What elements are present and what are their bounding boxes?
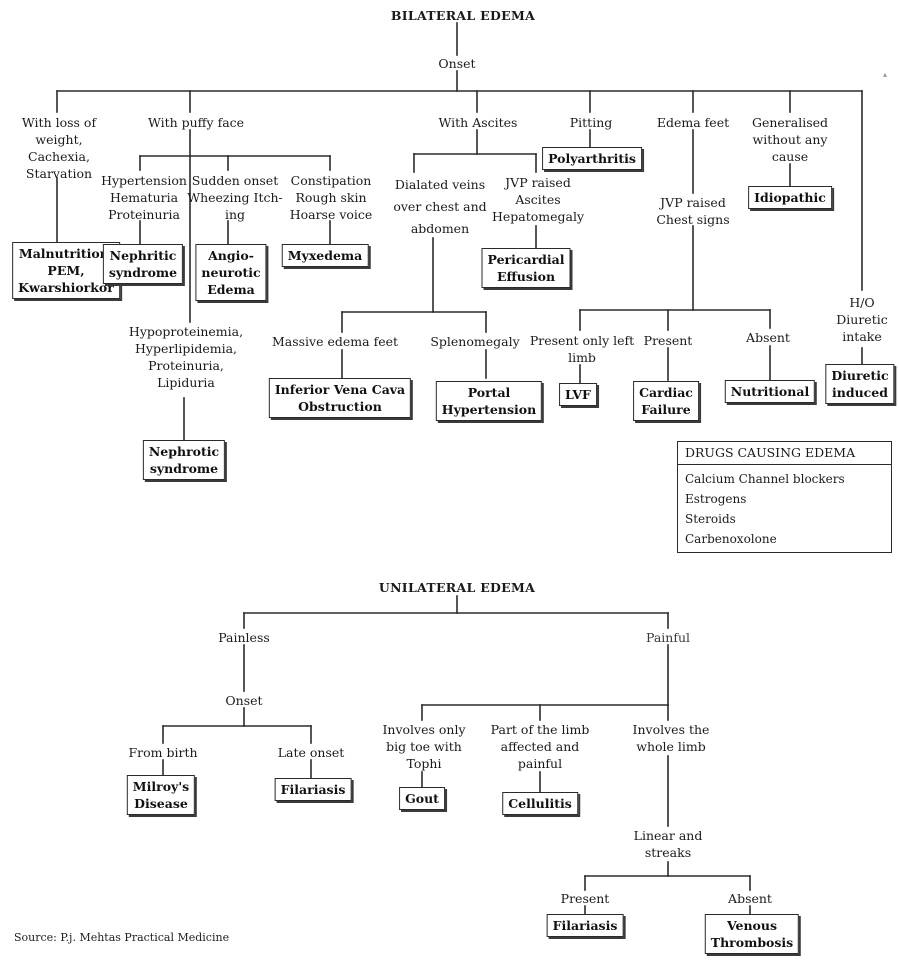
hypertension-findings: Hypertension Hematuria Proteinuria: [101, 173, 187, 222]
painful-label: Painful: [645, 630, 691, 645]
nephritic-syndrome-box: Nephritic syndrome: [102, 244, 184, 284]
pitting-condition: Pitting: [569, 115, 613, 130]
ivc-obstruction-box: Inferior Vena Cava Obstruction: [268, 378, 412, 418]
jvp-chest-findings: JVP raised Chest signs: [656, 195, 730, 227]
nutritional-box: Nutritional: [724, 380, 816, 403]
drug-item: Estrogens: [685, 492, 747, 506]
filariasis-streaks-box: Filariasis: [546, 914, 624, 937]
whole-limb-label: Involves the whole limb: [632, 722, 710, 754]
part-limb-label: Part of the limb affected and painful: [490, 722, 590, 771]
absent-findings: Absent: [746, 330, 790, 345]
unilateral-title: UNILATERAL EDEMA: [378, 580, 536, 595]
portal-hypertension-box: Portal Hypertension: [435, 381, 543, 421]
sudden-onset-findings: Sudden onset Wheezing Itch- ing: [187, 173, 283, 222]
big-toe-label: Involves only big toe with Tophi: [382, 722, 466, 771]
gout-box: Gout: [399, 787, 445, 810]
diuretic-induced-box: Diuretic induced: [825, 364, 895, 404]
hypoproteinemia-findings: Hypoproteinemia, Hyperlipidemia, Protein…: [128, 324, 244, 390]
splenomegaly-findings: Splenomegaly: [430, 334, 520, 349]
painless-onset-label: Onset: [225, 693, 263, 708]
generalised-condition: Generalised without any cause: [751, 115, 829, 164]
streaks-absent-label: Absent: [728, 891, 772, 906]
cardiac-failure-box: Cardiac Failure: [633, 381, 699, 421]
present-findings: Present: [643, 333, 693, 348]
late-onset-label: Late onset: [277, 745, 345, 760]
streaks-present-label: Present: [560, 891, 610, 906]
drugs-causing-edema-box: DRUGS CAUSING EDEMA Calcium Channel bloc…: [677, 441, 892, 553]
source-citation: Source: P.j. Mehtas Practical Medicine: [14, 931, 230, 944]
from-birth-label: From birth: [128, 745, 198, 760]
jvp-ascites-findings: JVP raised Ascites Hepatomegaly: [491, 175, 585, 224]
dilated-veins-findings: Dialated veins over chest and abdomen: [393, 177, 487, 236]
diuretic-history-condition: H/O Diuretic intake: [836, 295, 888, 344]
painless-label: Painless: [218, 630, 270, 645]
drugs-box-title: DRUGS CAUSING EDEMA: [678, 442, 891, 465]
pericardial-effusion-box: Pericardial Effusion: [481, 248, 571, 288]
polyarthritis-box: Polyarthritis: [542, 147, 642, 170]
idiopathic-box: Idiopathic: [748, 186, 832, 209]
lvf-box: LVF: [559, 383, 597, 406]
drug-item: Carbenoxolone: [685, 532, 777, 546]
drug-item: Calcium Channel blockers: [685, 472, 845, 486]
decorative-mark: ▴: [883, 70, 887, 79]
ascites-condition: With Ascites: [438, 115, 518, 130]
angioneurotic-edema-box: Angio- neurotic Edema: [195, 244, 267, 301]
nephrotic-syndrome-box: Nephrotic syndrome: [142, 440, 226, 480]
left-limb-findings: Present only left limb: [529, 333, 635, 365]
myxedema-box: Myxedema: [281, 244, 369, 267]
drugs-list: Calcium Channel blockers Estrogens Stero…: [678, 465, 891, 549]
puffy-face-condition: With puffy face: [147, 115, 245, 130]
bilateral-title: BILATERAL EDEMA: [390, 8, 536, 23]
malnutrition-diagnosis-box: Malnutrition, PEM, Kwarshiorkor: [12, 242, 120, 299]
cellulitis-box: Cellulitis: [502, 792, 578, 815]
massive-edema-findings: Massive edema feet: [271, 334, 399, 349]
filariasis-late-box: Filariasis: [274, 778, 352, 801]
edema-feet-condition: Edema feet: [656, 115, 730, 130]
drug-item: Steroids: [685, 512, 736, 526]
milroys-disease-box: Milroy's Disease: [126, 775, 196, 815]
constipation-findings: Constipation Rough skin Hoarse voice: [289, 173, 373, 222]
bilateral-onset-label: Onset: [438, 56, 476, 71]
linear-streaks-label: Linear and streaks: [633, 828, 703, 860]
weight-loss-condition: With loss of weight, Cachexia, Starvatio…: [21, 115, 97, 181]
venous-thrombosis-box: Venous Thrombosis: [704, 914, 800, 954]
